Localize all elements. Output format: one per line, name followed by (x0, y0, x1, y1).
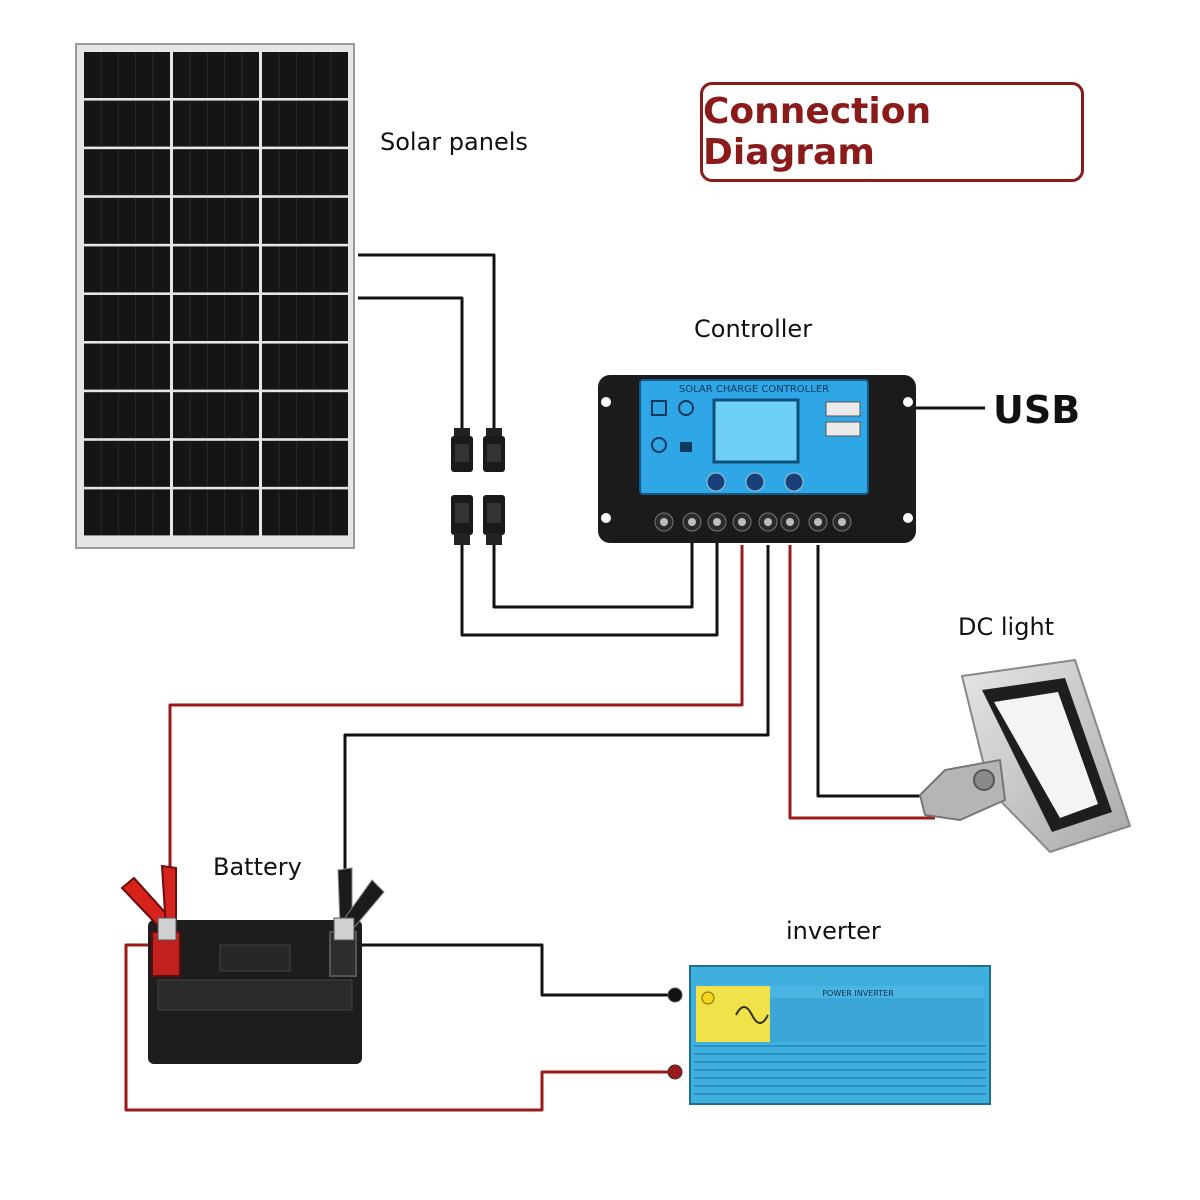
solar-cell (84, 295, 170, 341)
solar-cell (262, 440, 348, 487)
charge-controller: SOLAR CHARGE CONTROLLER (598, 375, 916, 543)
solar-cell (84, 197, 170, 244)
solar-panel-cells (84, 52, 348, 536)
solar-cell (173, 343, 259, 390)
black-alligator-clip (333, 867, 385, 941)
wire-inverter-positive (124, 943, 680, 1112)
solar-cell (262, 392, 348, 439)
solar-panels-label: Solar panels (380, 128, 528, 156)
solar-cell (262, 246, 348, 293)
wire-battery-negative (343, 545, 770, 900)
terminal-screw (758, 512, 778, 532)
solar-status-icon (651, 400, 667, 416)
solar-cell (173, 149, 259, 196)
battery-label: Battery (213, 853, 302, 881)
mc4-connector-positive-bottom (483, 495, 505, 545)
controller-label: Controller (694, 315, 813, 343)
light-mount-bracket (918, 758, 1007, 822)
controller-button-3[interactable] (784, 472, 804, 492)
solar-cell (173, 246, 259, 293)
usb-label: USB (993, 388, 1081, 432)
solar-cell (262, 295, 348, 341)
sine-wave-icon (735, 1006, 769, 1024)
mc4-connector-negative-bottom (451, 495, 473, 545)
solar-cell (84, 392, 170, 439)
wire-pv-positive-to-controller (492, 535, 694, 609)
usb-port-2 (825, 421, 861, 437)
mc4-connector-negative-top (451, 428, 473, 472)
wire-solar-negative (358, 296, 464, 428)
solar-cell (173, 197, 259, 244)
solar-cell (262, 343, 348, 390)
solar-cell (84, 440, 170, 487)
controller-lcd-screen (712, 398, 800, 464)
solar-cell (262, 100, 348, 147)
power-inverter: POWER INVERTER (667, 965, 991, 1105)
inverter-negative-terminal (667, 987, 683, 1003)
terminal-screw (682, 512, 702, 532)
diagram-title: Connection Diagram (703, 91, 932, 173)
solar-cell (84, 246, 170, 293)
wiring (124, 253, 985, 1112)
title-box: Connection Diagram (700, 82, 1084, 182)
mc4-connectors (451, 428, 505, 545)
solar-cell (84, 343, 170, 390)
terminal-screw (780, 512, 800, 532)
usb-port-1 (825, 401, 861, 417)
terminal-screw (654, 512, 674, 532)
solar-cell (173, 392, 259, 439)
wire-load-positive (788, 545, 935, 820)
battery (120, 864, 385, 1064)
dc-flood-light (918, 658, 1132, 854)
controller-header-text: SOLAR CHARGE CONTROLLER (679, 384, 829, 395)
wire-inverter-negative (360, 943, 680, 997)
controller-button-2[interactable] (745, 472, 765, 492)
wire-load-negative (816, 545, 935, 798)
solar-panel (75, 43, 355, 549)
lock-status-icon (680, 442, 692, 452)
solar-cell (262, 149, 348, 196)
controller-button-1[interactable] (706, 472, 726, 492)
inverter-positive-terminal (667, 1064, 683, 1080)
solar-cell (173, 440, 259, 487)
terminal-screw (732, 512, 752, 532)
solar-cell (173, 52, 259, 98)
terminal-screw (832, 512, 852, 532)
red-alligator-clip (120, 864, 177, 941)
solar-cell (173, 295, 259, 341)
solar-cell (84, 489, 170, 536)
solar-cell (84, 100, 170, 147)
clock-status-icon (651, 437, 667, 453)
inverter-label: inverter (786, 917, 881, 945)
terminal-screw (808, 512, 828, 532)
mc4-connector-positive-top (483, 428, 505, 472)
inverter-power-indicator (701, 991, 715, 1005)
sun-status-icon (678, 400, 694, 416)
solar-cell (173, 489, 259, 536)
solar-cell (262, 197, 348, 244)
solar-cell (262, 52, 348, 98)
wire-pv-negative-to-controller (460, 535, 719, 637)
wire-solar-positive (358, 253, 496, 428)
solar-cell (173, 100, 259, 147)
inverter-header-text: POWER INVERTER (822, 989, 894, 998)
wire-battery-positive (168, 545, 744, 930)
inverter-cooling-fins (694, 1045, 986, 1095)
terminal-screw (707, 512, 727, 532)
controller-terminals (654, 512, 852, 532)
solar-cell (84, 52, 170, 98)
solar-cell (262, 489, 348, 536)
dc-light-label: DC light (958, 613, 1055, 641)
solar-cell (84, 149, 170, 196)
